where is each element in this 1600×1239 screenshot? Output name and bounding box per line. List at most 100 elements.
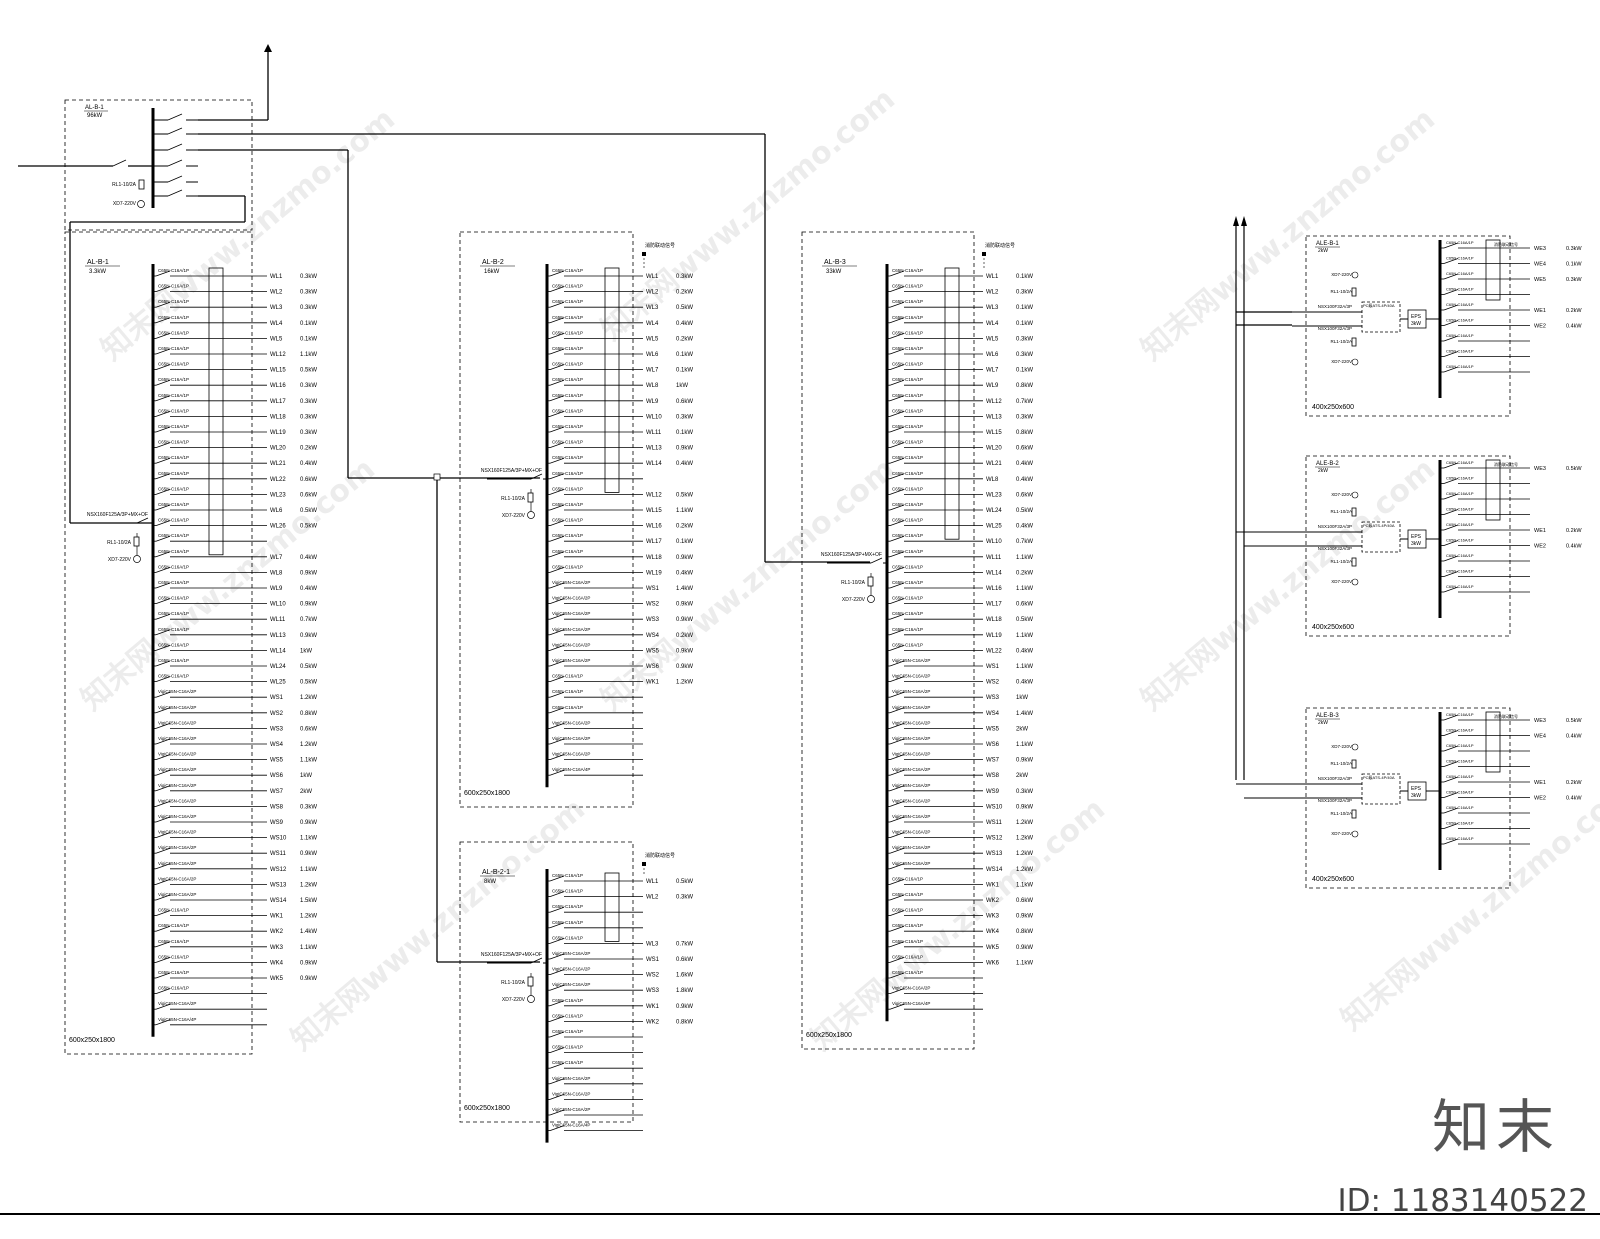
fuse-symbol	[527, 492, 534, 503]
circuit-load: 0.8kW	[676, 1019, 693, 1025]
indicator-lamp	[1351, 578, 1359, 586]
breaker-contact	[155, 988, 171, 994]
breaker-model: VigiC65N-C16A/2P	[892, 674, 930, 679]
circuit-id: WL16	[646, 524, 662, 530]
circuit-load: 1.2kW	[1016, 820, 1033, 826]
breaker-contact	[549, 906, 565, 913]
breaker-contact	[889, 801, 905, 807]
panel-power: 33kW	[826, 269, 842, 275]
breaker-model: C65N-C16A/1P	[1446, 302, 1474, 307]
breaker-model: C65N-C16A/1P	[892, 486, 923, 491]
breaker-model: C65N-C16A/1P	[158, 440, 189, 445]
circuit-load: 0.2kW	[676, 290, 693, 296]
breaker-contact	[1443, 838, 1459, 845]
breaker-model: VigiC65N-C16A/2P	[158, 861, 196, 866]
circuit-load: 0.3kW	[1566, 246, 1582, 252]
breaker-model: VigiC65N-C16A/2P	[552, 627, 590, 632]
arrow-up-icon	[264, 44, 272, 52]
circuit-id: WL3	[646, 941, 659, 947]
eps-circuit-row: C65N-C16A/1P	[1440, 584, 1530, 593]
breaker-model: C65N-C16A/1P	[892, 549, 923, 554]
breaker-model: C65N-C16A/1P	[552, 440, 583, 445]
circuit-id: WL2	[986, 290, 999, 296]
eps-enclosure	[1305, 235, 1511, 417]
circuit-load: 0.9kW	[300, 820, 317, 826]
indicator-lamp	[1351, 358, 1359, 366]
breaker-model: C65N-C16A/1P	[892, 424, 923, 429]
circuit-load: 0.2kW	[1566, 780, 1582, 786]
circuit-load: 1kW	[300, 648, 312, 654]
breaker-contact	[889, 286, 905, 292]
breaker-model: C65N-C16A/1P	[158, 268, 189, 273]
circuit-id: WL21	[986, 461, 1002, 467]
breaker-model: VigiC65N-C16A/2P	[892, 658, 930, 663]
eps-enclosure	[1305, 455, 1511, 637]
breaker-model: VigiC65N-C16A/2P	[158, 892, 196, 897]
breaker-model: VigiC65N-C16A/2P	[892, 689, 930, 694]
circuit-id: WL26	[270, 524, 286, 530]
breaker-contact	[889, 972, 905, 979]
breaker-contact	[155, 707, 171, 714]
breaker-contact	[1443, 524, 1459, 531]
circuit-id: WS12	[986, 836, 1003, 842]
breaker-contact	[889, 442, 905, 448]
junction-marker	[433, 473, 441, 481]
breaker-model: C65N-C16A/1P	[158, 502, 189, 507]
breaker-model: C65N-C16A/1P	[552, 346, 583, 351]
eps-circuit-row: C65N-C16A/1P	[1440, 743, 1530, 752]
circuit-load: 0.3kW	[300, 290, 317, 296]
panel-enclosure	[801, 231, 975, 1050]
breaker-model: C65N-C16A/1P	[892, 393, 923, 398]
breaker-contact	[549, 1078, 565, 1085]
breaker-contact	[155, 473, 171, 480]
eps-circuit-row: C65N-C16A/1P	[1440, 333, 1530, 342]
breaker-contact	[549, 1094, 565, 1100]
breaker-contact	[155, 567, 171, 573]
breaker-contact	[889, 520, 905, 526]
circuit-id: WL5	[646, 336, 659, 342]
circuit-load: 0.9kW	[676, 602, 693, 608]
breaker-contact	[549, 938, 565, 944]
circuit-load: 0.8kW	[1016, 929, 1033, 935]
panel-power: 3.3kW	[89, 269, 106, 275]
breaker-model: C65N-C16A/1P	[892, 627, 923, 632]
indicator-lamp	[133, 555, 141, 563]
fire-link-label: 消防联动信号	[645, 852, 675, 859]
breaker-contact	[549, 1125, 565, 1131]
circuit-id: WL7	[270, 555, 283, 561]
breaker-contact	[155, 379, 171, 386]
fuse-symbol	[1351, 557, 1357, 567]
breaker-model: C65N-C16A/1P	[1446, 476, 1474, 481]
circuit-id: WE1	[1534, 528, 1546, 534]
panel-enclosure	[459, 231, 634, 808]
breaker-contact	[889, 567, 905, 573]
circuit-id: WL24	[986, 508, 1002, 514]
eps-circuit-row: C65N-C16A/1P	[1440, 569, 1530, 577]
circuit-load: 0.3kW	[676, 274, 693, 280]
circuit-load: 1kW	[1016, 695, 1028, 701]
circuit-id: WS3	[270, 726, 284, 732]
breaker-model: C65N-C16A/1P	[892, 440, 923, 445]
breaker-model: VigiC65N-C16A/2P	[552, 1091, 590, 1096]
breaker-model: C65N-C16A/1P	[1446, 790, 1474, 795]
breaker-contact	[549, 489, 565, 495]
circuit-id: WL18	[270, 414, 286, 420]
main-panel-enclosure	[64, 99, 253, 231]
circuit-load: 0.5kW	[300, 664, 317, 670]
breaker-model: VigiC65N-C16A/2P	[158, 876, 196, 881]
